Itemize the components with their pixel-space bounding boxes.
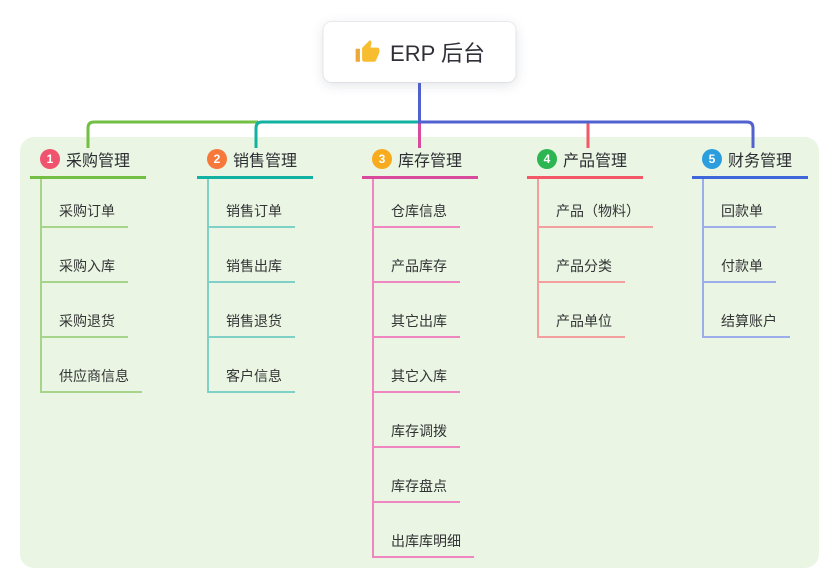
child-node[interactable]: 付款单 xyxy=(704,228,776,283)
branch-header[interactable]: 1 采购管理 xyxy=(30,147,147,179)
child-node[interactable]: 采购退货 xyxy=(42,283,128,338)
thumbs-up-icon xyxy=(355,40,379,62)
child-node[interactable]: 其它出库 xyxy=(374,283,460,338)
branch-badge: 2 xyxy=(207,149,227,169)
branch-children: 回款单付款单结算账户 xyxy=(702,179,790,338)
branch-label: 销售管理 xyxy=(233,153,298,170)
child-node[interactable]: 销售出库 xyxy=(209,228,295,283)
branch-children: 采购订单采购入库采购退货供应商信息 xyxy=(40,179,142,393)
branch-node: 2 销售管理 销售订单销售出库销售退货客户信息 xyxy=(197,147,314,393)
branch-node: 1 采购管理 采购订单采购入库采购退货供应商信息 xyxy=(30,147,147,393)
child-node[interactable]: 销售订单 xyxy=(209,179,295,228)
mindmap-panel: 1 采购管理 采购订单采购入库采购退货供应商信息 2 销售管理 销售订单销售出库… xyxy=(20,137,819,568)
root-node[interactable]: ERP 后台 xyxy=(323,22,516,82)
branch-node: 5 财务管理 回款单付款单结算账户 xyxy=(692,147,809,338)
child-node[interactable]: 采购订单 xyxy=(42,179,128,228)
branch-badge: 5 xyxy=(702,149,722,169)
branch-header[interactable]: 4 产品管理 xyxy=(527,147,644,179)
branch-badge: 4 xyxy=(537,149,557,169)
child-node[interactable]: 结算账户 xyxy=(704,283,790,338)
child-node[interactable]: 其它入库 xyxy=(374,338,460,393)
branch-label: 采购管理 xyxy=(66,153,131,170)
root-label: ERP 后台 xyxy=(390,41,485,66)
branch-badge: 3 xyxy=(372,149,392,169)
branch-label: 财务管理 xyxy=(728,153,793,170)
branch-node: 4 产品管理 产品（物料）产品分类产品单位 xyxy=(527,147,653,338)
branch-label: 产品管理 xyxy=(563,153,628,170)
child-node[interactable]: 供应商信息 xyxy=(42,338,142,393)
child-node[interactable]: 销售退货 xyxy=(209,283,295,338)
child-node[interactable]: 仓库信息 xyxy=(374,179,460,228)
child-node[interactable]: 库存调拨 xyxy=(374,393,460,448)
child-node[interactable]: 产品（物料） xyxy=(539,179,653,228)
branch-header[interactable]: 3 库存管理 xyxy=(362,147,479,179)
branch-children: 销售订单销售出库销售退货客户信息 xyxy=(207,179,295,393)
child-node[interactable]: 客户信息 xyxy=(209,338,295,393)
branch-children: 仓库信息产品库存其它出库其它入库库存调拨库存盘点出库库明细 xyxy=(372,179,474,558)
branch-label: 库存管理 xyxy=(398,153,463,170)
branch-badge: 1 xyxy=(40,149,60,169)
child-node[interactable]: 回款单 xyxy=(704,179,776,228)
branch-node: 3 库存管理 仓库信息产品库存其它出库其它入库库存调拨库存盘点出库库明细 xyxy=(362,147,479,558)
branch-header[interactable]: 2 销售管理 xyxy=(197,147,314,179)
child-node[interactable]: 采购入库 xyxy=(42,228,128,283)
child-node[interactable]: 库存盘点 xyxy=(374,448,460,503)
child-node[interactable]: 产品库存 xyxy=(374,228,460,283)
child-node[interactable]: 产品单位 xyxy=(539,283,625,338)
child-node[interactable]: 出库库明细 xyxy=(374,503,474,558)
branch-header[interactable]: 5 财务管理 xyxy=(692,147,809,179)
child-node[interactable]: 产品分类 xyxy=(539,228,625,283)
branch-children: 产品（物料）产品分类产品单位 xyxy=(537,179,653,338)
